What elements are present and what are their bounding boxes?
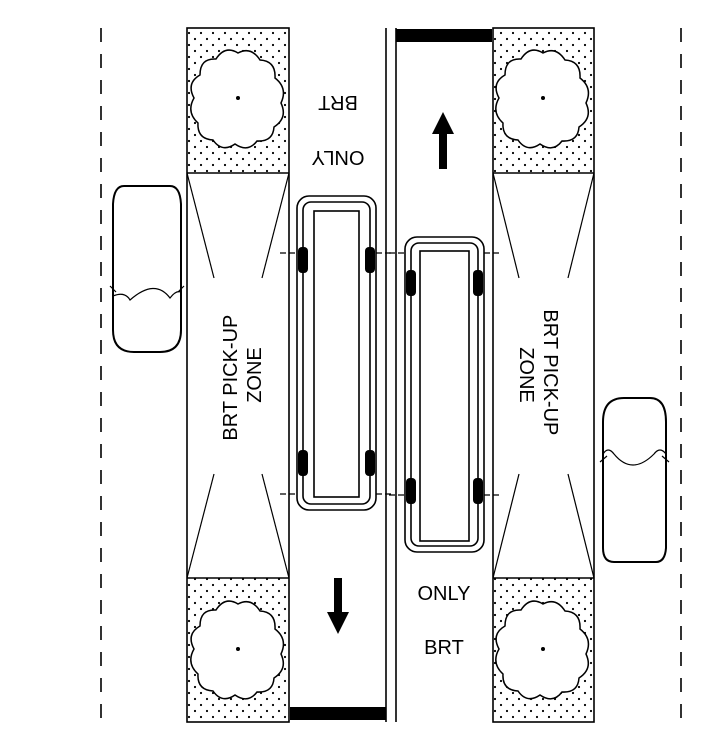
tree-icon (190, 600, 285, 700)
tree-icon (190, 49, 285, 149)
tree-icon (495, 49, 590, 149)
car-icon (109, 185, 185, 353)
right-lane-text-brt: BRT (424, 637, 464, 659)
right-station-platform: BRT PICK-UP ZONE (492, 27, 595, 723)
stop-bar-top (396, 29, 492, 42)
svg-text:BRT PICK-UP ZONE: BRT PICK-UP ZONE (515, 309, 561, 440)
left-lane-text-only: ONLY (312, 146, 365, 168)
tree-icon (495, 600, 590, 700)
svg-text:BRT PICK-UP ZONE: BRT PICK-UP ZONE (220, 309, 266, 440)
arrow-down-icon (327, 578, 349, 634)
stop-bar-bottom (290, 707, 386, 720)
bus-icon (389, 236, 500, 553)
left-station-label-line2: ZONE (244, 347, 266, 403)
right-station-label-line1: BRT PICK-UP (539, 309, 561, 435)
car-icon (599, 397, 670, 563)
left-lane-text-brt: BRT (318, 91, 358, 113)
bus-icon (280, 195, 393, 511)
left-station-label-line1: BRT PICK-UP (220, 315, 242, 441)
arrow-up-icon (432, 112, 454, 169)
left-station-platform: BRT PICK-UP ZONE (186, 27, 290, 723)
right-station-label-line2: ZONE (515, 347, 537, 403)
right-lane-text-only: ONLY (418, 583, 471, 605)
